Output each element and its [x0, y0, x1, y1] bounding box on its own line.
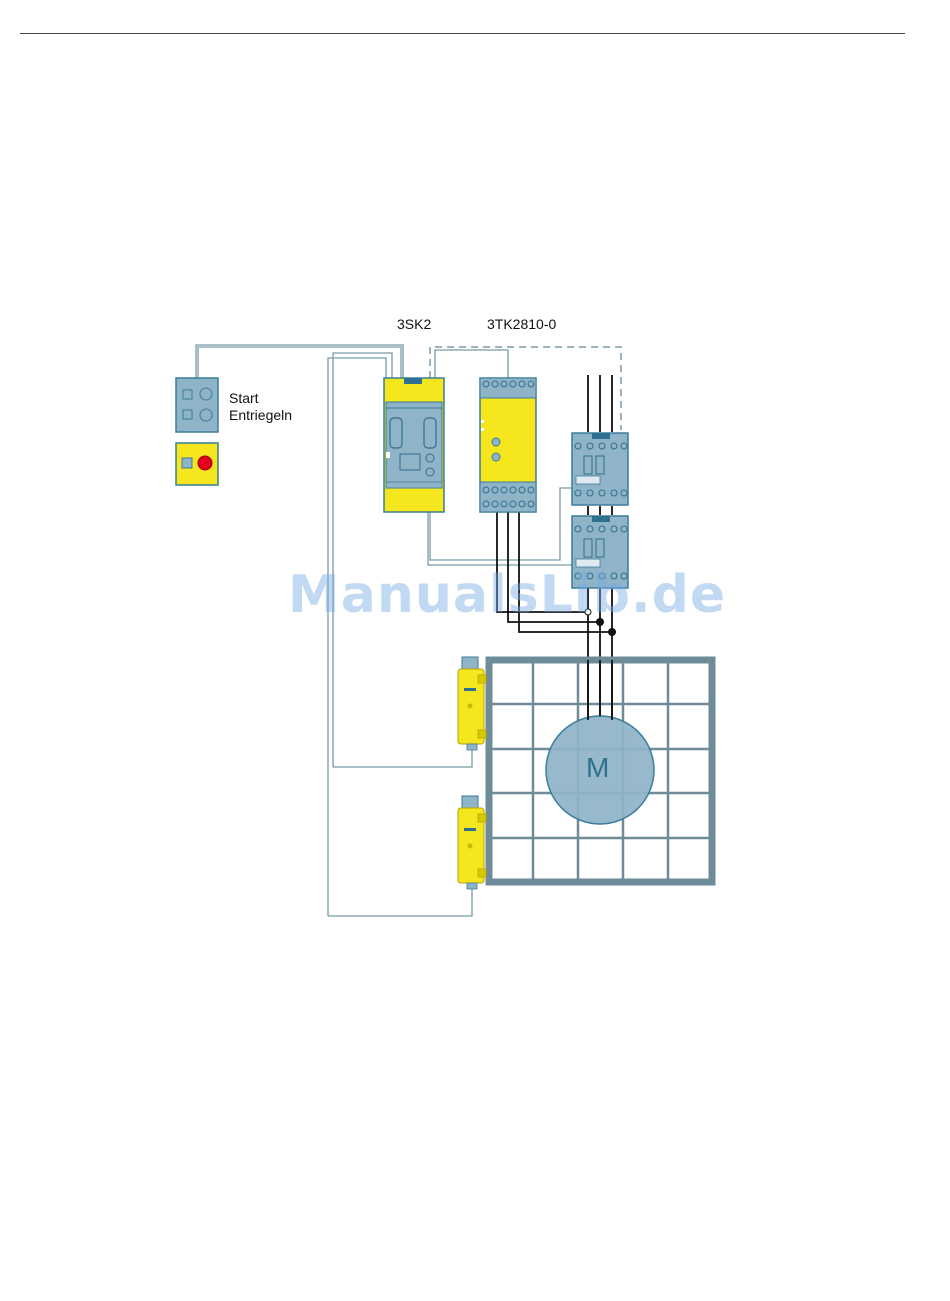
3sk2-safety-relay: [384, 378, 444, 512]
tumbler-lock-2: [458, 796, 486, 889]
label-start: Start: [229, 390, 259, 406]
label-3sk2: 3SK2: [397, 316, 431, 332]
contactor-1: [572, 433, 628, 505]
motor-leads: [588, 660, 612, 720]
label-3tk2810: 3TK2810-0: [487, 316, 556, 332]
3tk2810-standstill-monitor: [480, 378, 536, 512]
junction-dot: [608, 628, 616, 636]
motor-label: M: [586, 752, 609, 784]
contactor-2: [572, 516, 628, 588]
label-entriegeln: Entriegeln: [229, 407, 292, 423]
junction-dot: [596, 618, 604, 626]
tumbler-lock-1: [458, 657, 486, 750]
start-unlock-button-box: [176, 378, 218, 432]
junction-dot: [585, 609, 591, 615]
emergency-stop-box: [176, 443, 218, 485]
